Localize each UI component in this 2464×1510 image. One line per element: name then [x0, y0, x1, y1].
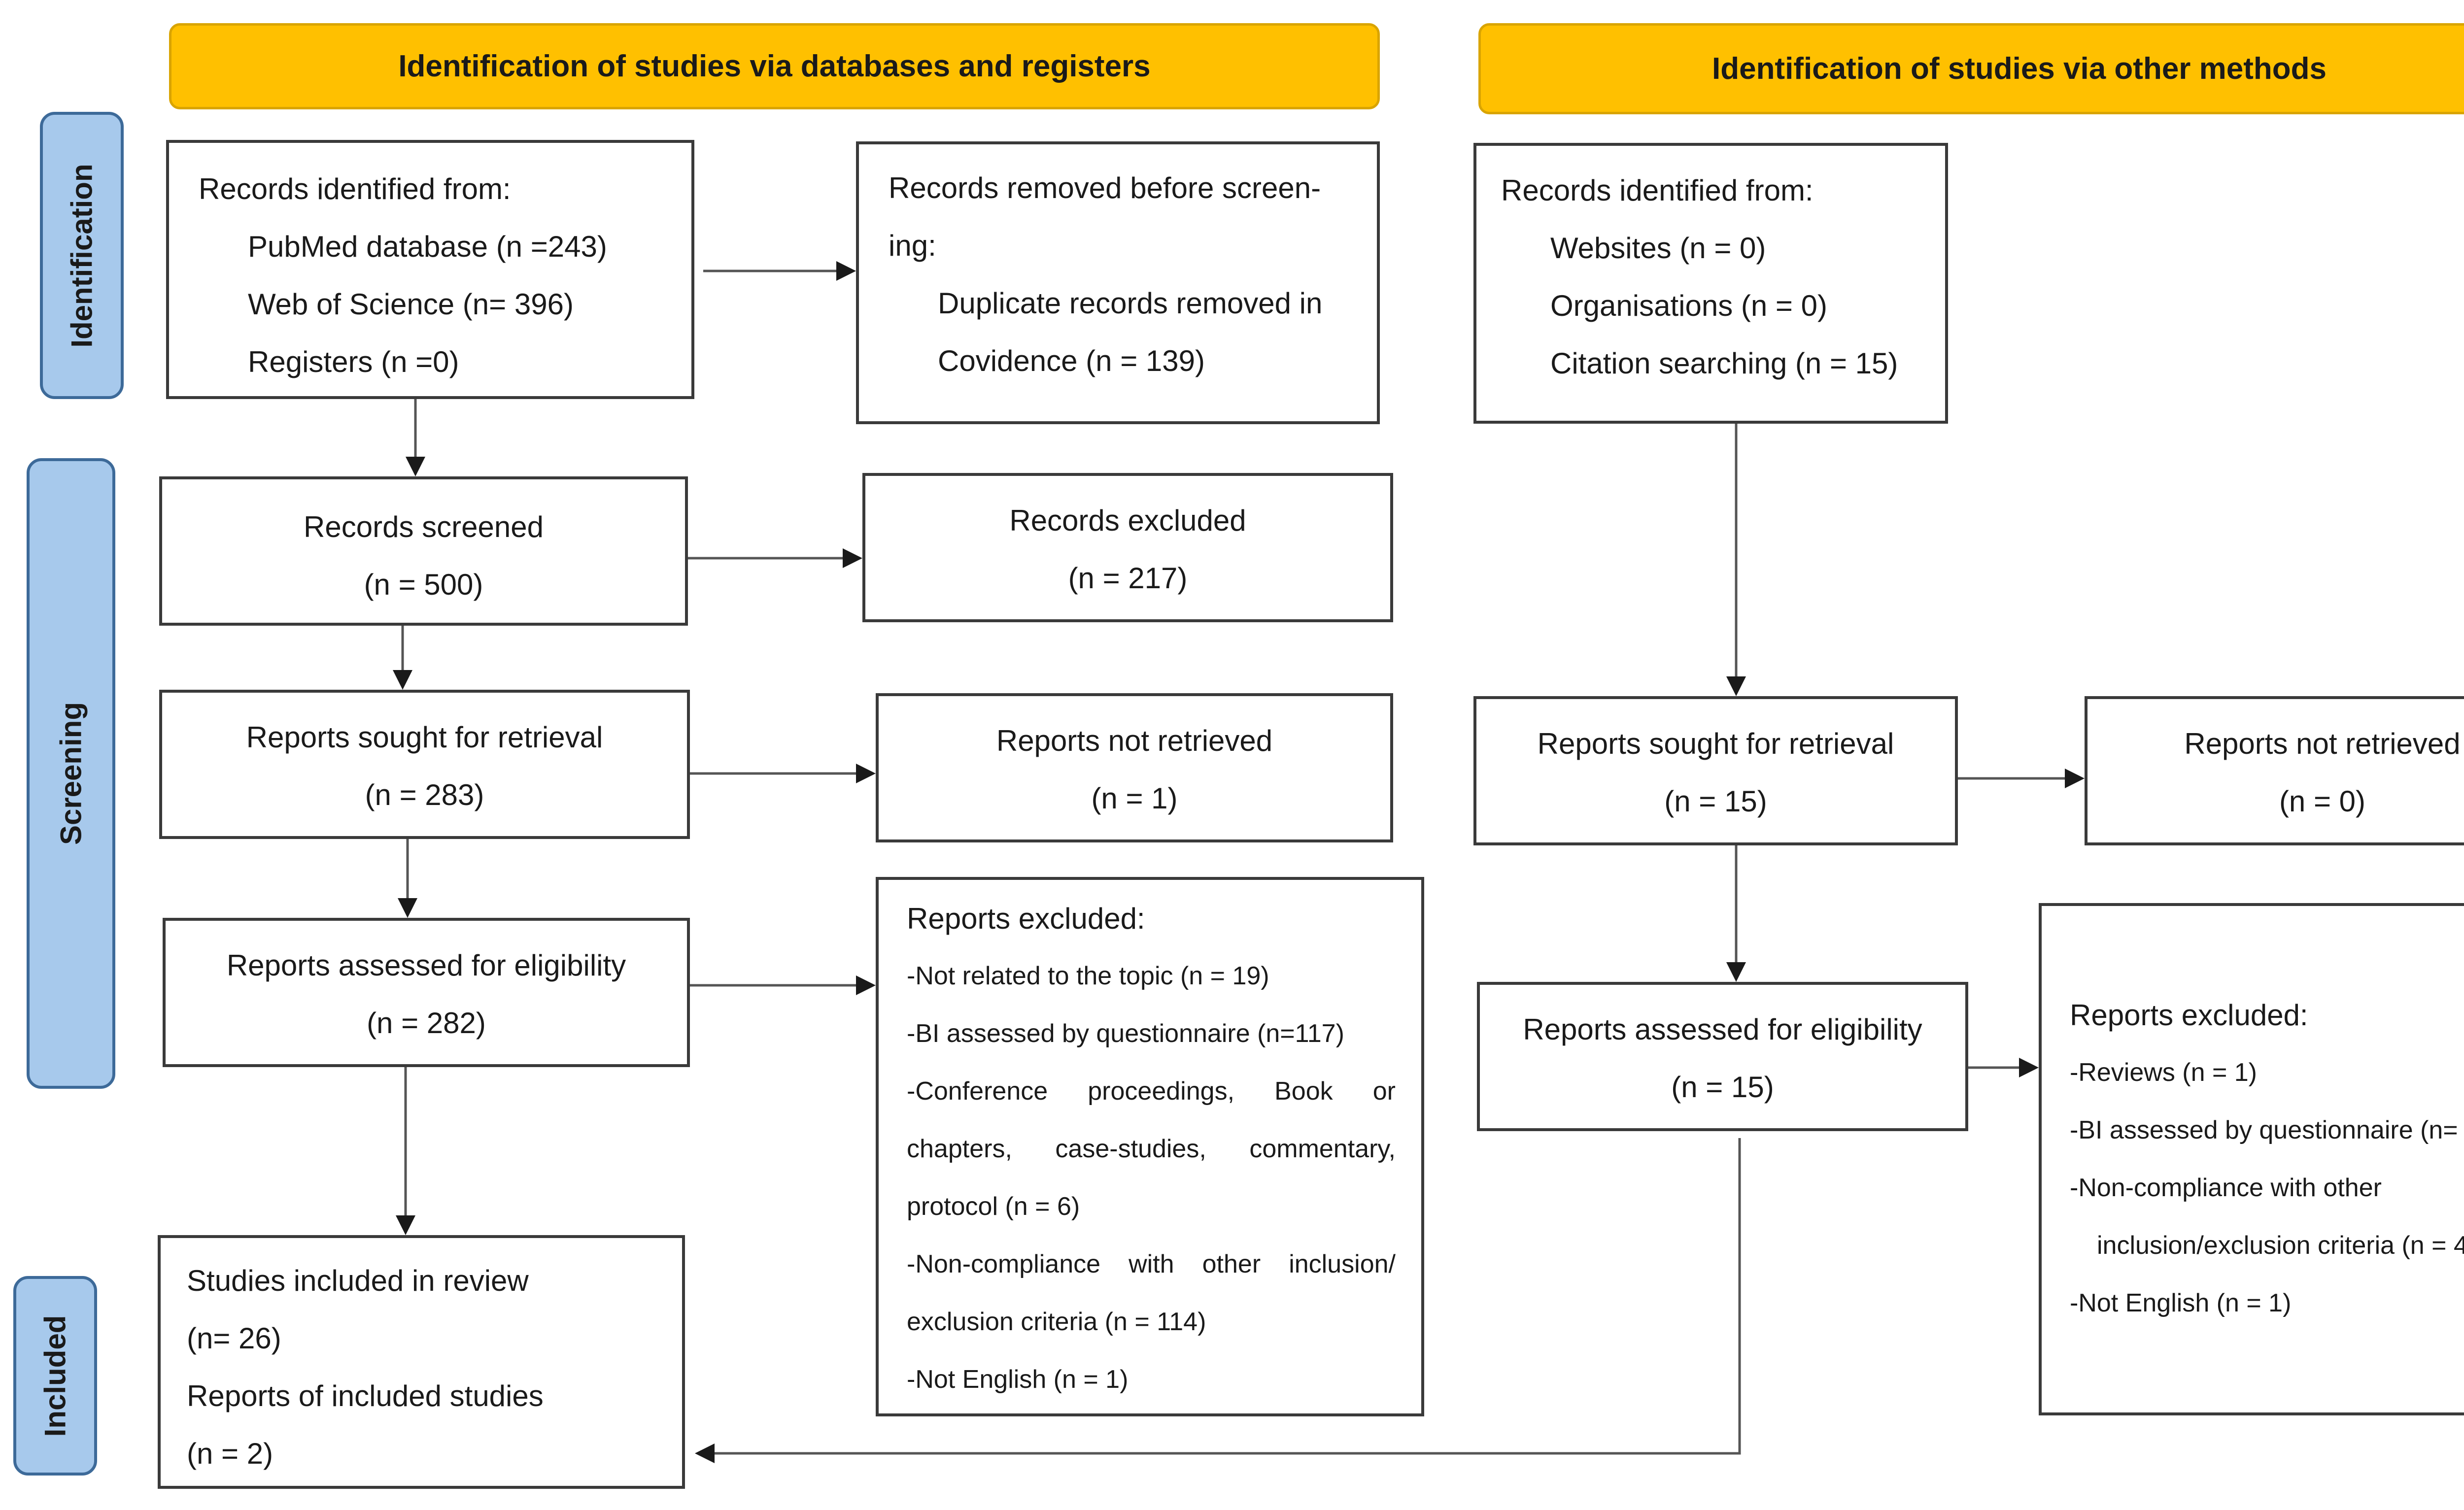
left-records-identified-box: Records identified from: PubMed database…	[166, 140, 694, 399]
left-identified-line-pubmed: PubMed database (n =243)	[248, 230, 607, 263]
right-assessed-title: Reports assessed for eligibility	[1523, 1013, 1922, 1046]
right-not-retrieved-n: (n = 0)	[2279, 785, 2366, 818]
right-reports-sought-box: Reports sought for retrieval (n = 15)	[1473, 696, 1958, 845]
left-reports-excluded-title: Reports excluded:	[907, 902, 1145, 935]
left-not-retrieved-n: (n = 1)	[1091, 782, 1178, 815]
right-identified-line-citation: Citation searching (n = 15)	[1550, 347, 1898, 380]
left-records-screened-box: Records screened (n = 500)	[159, 476, 688, 626]
stage-identification: Identification	[40, 112, 124, 399]
header-other-methods: Identification of studies via other meth…	[1478, 23, 2464, 114]
left-identified-line-registers: Registers (n =0)	[248, 345, 459, 378]
left-identified-title: Records identified from:	[199, 172, 511, 205]
arrowhead	[1726, 676, 1746, 696]
left-removed-line2: ing:	[889, 229, 936, 262]
left-reports-excluded-item: chapters, case-studies, commentary,	[907, 1135, 1396, 1163]
left-reports-excluded-item: exclusion criteria (n = 114)	[907, 1308, 1206, 1336]
left-reports-excluded-item: -Non-compliance with other inclusion/	[907, 1250, 1396, 1278]
left-reports-excluded-item: -Not related to the topic (n = 19)	[907, 962, 1269, 990]
left-records-removed-box: Records removed before screen- ing: Dupl…	[856, 141, 1380, 424]
left-removed-line1: Records removed before screen-	[889, 171, 1321, 204]
left-included-line: Studies included in review	[187, 1264, 529, 1297]
header-databases: Identification of studies via databases …	[169, 23, 1380, 109]
right-reports-excluded-item: inclusion/exclusion criteria (n = 4)	[2097, 1231, 2464, 1260]
right-identified-line-websites: Websites (n = 0)	[1550, 232, 1766, 265]
left-removed-line4: Covidence (n = 139)	[938, 344, 1205, 377]
arrowhead	[856, 975, 876, 995]
arrowhead	[856, 764, 876, 783]
stage-included: Included	[13, 1276, 97, 1476]
arrowhead	[843, 548, 862, 568]
right-assessed-n: (n = 15)	[1671, 1071, 1774, 1104]
left-reports-excluded-item: -Conference proceedings, Book or	[907, 1077, 1396, 1106]
header-databases-label: Identification of studies via databases …	[398, 49, 1151, 83]
left-sought-title: Reports sought for retrieval	[246, 721, 603, 754]
header-other-methods-label: Identification of studies via other meth…	[1711, 52, 2327, 86]
left-removed-line3: Duplicate records removed in	[938, 287, 1323, 320]
left-identified-line-wos: Web of Science (n= 396)	[248, 288, 574, 321]
right-reports-assessed-box: Reports assessed for eligibility (n = 15…	[1477, 982, 1968, 1131]
left-assessed-title: Reports assessed for eligibility	[226, 949, 626, 982]
arrowhead	[2065, 769, 2085, 788]
left-reports-excluded-item: protocol (n = 6)	[907, 1192, 1080, 1221]
left-not-retrieved-title: Reports not retrieved	[996, 724, 1273, 757]
right-sought-n: (n = 15)	[1664, 785, 1767, 818]
arrowhead	[406, 457, 425, 476]
left-studies-included-box: Studies included in review (n= 26) Repor…	[158, 1235, 685, 1489]
left-screened-title: Records screened	[304, 510, 544, 543]
right-reports-excluded-item: -Reviews (n = 1)	[2070, 1058, 2257, 1087]
right-identified-line-organisations: Organisations (n = 0)	[1550, 289, 1827, 322]
left-assessed-n: (n = 282)	[367, 1007, 486, 1040]
left-excluded-title: Records excluded	[1009, 504, 1246, 537]
arrowhead	[2019, 1058, 2039, 1077]
right-reports-excluded-item: -BI assessed by questionnaire (n= 7)	[2070, 1116, 2464, 1144]
left-sought-n: (n = 283)	[365, 778, 484, 811]
right-reports-excluded-title: Reports excluded:	[2070, 999, 2308, 1032]
left-reports-sought-box: Reports sought for retrieval (n = 283)	[159, 690, 690, 839]
right-reports-excluded-box: Reports excluded: -Reviews (n = 1) -BI a…	[2039, 903, 2464, 1415]
stage-screening: Screening	[27, 458, 115, 1089]
arrowhead	[1726, 962, 1746, 982]
left-screened-n: (n = 500)	[364, 568, 483, 601]
arrowhead	[695, 1443, 715, 1463]
left-included-line: (n= 26)	[187, 1322, 281, 1355]
right-reports-excluded-item: -Non-compliance with other	[2070, 1174, 2382, 1202]
left-reports-excluded-item: -BI assessed by questionnaire (n=117)	[907, 1019, 1344, 1048]
left-records-excluded-box: Records excluded (n = 217)	[862, 473, 1393, 622]
left-excluded-n: (n = 217)	[1068, 562, 1188, 595]
right-records-identified-box: Records identified from: Websites (n = 0…	[1473, 143, 1948, 424]
right-sought-title: Reports sought for retrieval	[1537, 727, 1894, 760]
left-reports-assessed-box: Reports assessed for eligibility (n = 28…	[163, 918, 690, 1067]
left-reports-excluded-box: Reports excluded: -Not related to the to…	[876, 877, 1424, 1416]
arrowhead	[393, 670, 412, 690]
arrowhead	[836, 261, 856, 281]
left-included-line: Reports of included studies	[187, 1379, 544, 1412]
right-identified-title: Records identified from:	[1501, 174, 1814, 207]
right-reports-excluded-item: -Not English (n = 1)	[2070, 1289, 2292, 1317]
arrow-right-to-included	[715, 1138, 1741, 1455]
left-included-line: (n = 2)	[187, 1437, 274, 1470]
right-not-retrieved-title: Reports not retrieved	[2184, 727, 2461, 760]
arrowhead	[396, 1215, 415, 1235]
right-reports-not-retrieved-box: Reports not retrieved (n = 0)	[2085, 696, 2464, 845]
arrowhead	[398, 898, 417, 918]
left-reports-not-retrieved-box: Reports not retrieved (n = 1)	[876, 693, 1393, 842]
left-reports-excluded-item: -Not English (n = 1)	[907, 1365, 1129, 1394]
